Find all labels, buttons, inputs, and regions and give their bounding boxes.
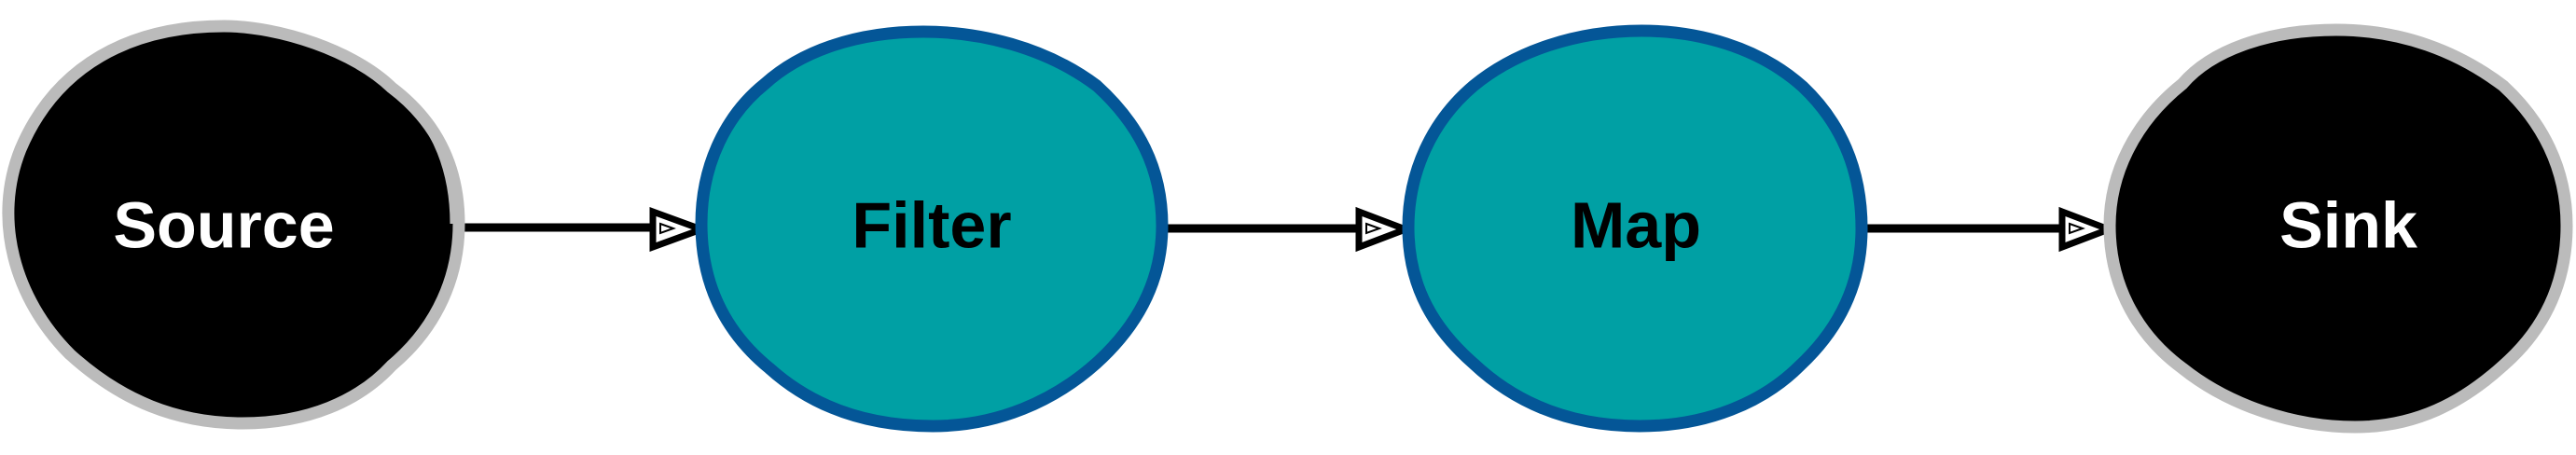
arrowhead-inner bbox=[1365, 222, 1382, 235]
arrowhead-icon bbox=[649, 206, 712, 253]
arrowhead-icon bbox=[1355, 206, 1415, 253]
arrowhead-icon bbox=[2058, 206, 2118, 253]
node-sink-label: Sink bbox=[2279, 188, 2417, 261]
node-map-outline bbox=[1402, 24, 1868, 433]
node-map-label: Map bbox=[1571, 188, 1701, 261]
node-source-outline bbox=[2, 20, 465, 430]
node-sink-outline bbox=[2103, 23, 2573, 434]
node-filter: Filter bbox=[695, 25, 1169, 433]
node-source-inner-stroke bbox=[390, 86, 455, 225]
node-filter-label: Filter bbox=[852, 188, 1011, 261]
node-map: Map bbox=[1402, 24, 1868, 433]
node-sink: Sink bbox=[2103, 23, 2573, 434]
arrowhead-inner bbox=[659, 222, 676, 235]
node-source: Source bbox=[2, 20, 465, 430]
node-source-label: Source bbox=[113, 188, 334, 261]
arrowhead-inner bbox=[2069, 222, 2085, 235]
edge-filter-map bbox=[1157, 206, 1415, 253]
node-filter-outline bbox=[695, 25, 1169, 433]
edge-map-sink bbox=[1857, 206, 2118, 253]
edge-source-filter bbox=[454, 206, 712, 253]
